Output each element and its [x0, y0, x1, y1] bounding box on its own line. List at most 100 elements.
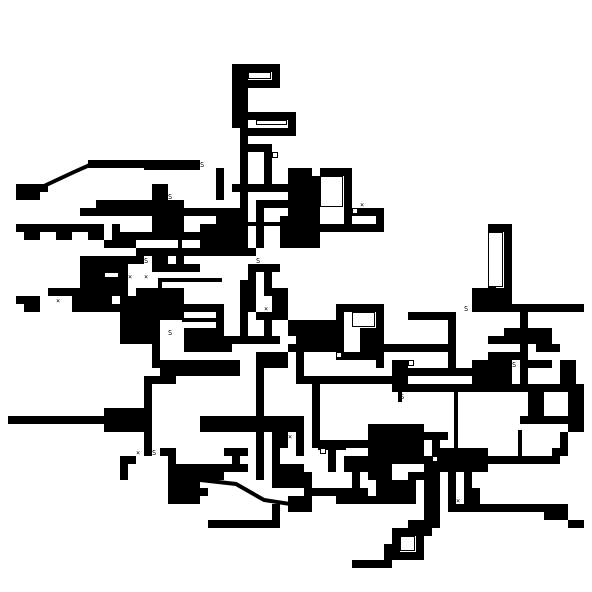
block — [472, 304, 584, 312]
s-marker: S — [168, 329, 172, 337]
block — [104, 304, 128, 312]
block — [184, 208, 240, 216]
block — [272, 504, 280, 528]
s-marker: S — [448, 505, 452, 513]
block — [440, 448, 488, 472]
s-marker: S — [256, 257, 260, 265]
x-marker: × — [456, 497, 460, 505]
block — [120, 232, 248, 240]
block — [88, 232, 104, 240]
x-marker: × — [280, 185, 284, 193]
hollow-square-marker — [432, 456, 438, 462]
block — [320, 224, 384, 232]
block — [152, 320, 160, 368]
block — [520, 416, 576, 424]
block — [248, 144, 272, 152]
block — [216, 312, 224, 328]
block — [336, 496, 384, 504]
block — [560, 360, 576, 384]
block — [264, 272, 272, 296]
block — [152, 304, 184, 320]
block — [272, 432, 288, 448]
block — [168, 200, 184, 232]
block — [184, 488, 208, 496]
block — [216, 168, 224, 200]
ink-blocks — [8, 64, 584, 568]
s-marker: S — [152, 449, 156, 457]
hollow-square-marker — [320, 176, 343, 207]
s-marker: S — [144, 257, 148, 265]
block — [448, 504, 560, 512]
block — [408, 368, 480, 376]
block — [408, 472, 424, 480]
s-marker: S — [168, 193, 172, 201]
block — [16, 224, 104, 232]
x-marker: × — [280, 425, 284, 433]
block — [160, 360, 240, 376]
block — [152, 184, 168, 232]
block — [136, 288, 184, 304]
block — [160, 448, 176, 456]
block — [296, 352, 304, 384]
block — [344, 456, 368, 472]
block — [520, 312, 528, 384]
block — [272, 64, 280, 88]
block — [288, 168, 312, 216]
block — [472, 360, 512, 384]
block — [264, 144, 272, 184]
block — [288, 320, 336, 336]
s-marker: S — [464, 305, 468, 313]
block — [168, 464, 248, 472]
block — [352, 560, 392, 568]
block — [224, 336, 280, 344]
block — [24, 304, 40, 312]
block — [392, 552, 424, 560]
block — [272, 288, 288, 312]
block — [288, 344, 344, 352]
x-marker: × — [384, 457, 388, 465]
x-marker: × — [160, 377, 164, 385]
block — [48, 288, 80, 296]
block — [288, 496, 312, 512]
block — [568, 520, 584, 528]
connector — [41, 161, 95, 189]
block — [80, 208, 152, 216]
block — [232, 64, 280, 72]
block — [392, 528, 432, 536]
x-marker: × — [528, 329, 532, 337]
block — [152, 376, 176, 384]
s-marker: S — [512, 361, 516, 369]
x-marker: × — [136, 449, 140, 457]
block — [528, 360, 552, 368]
block — [136, 248, 256, 256]
block — [144, 160, 200, 170]
block — [344, 352, 384, 360]
block — [344, 168, 352, 224]
block — [16, 184, 40, 200]
block — [256, 200, 288, 208]
block — [488, 352, 520, 360]
block — [184, 304, 224, 312]
x-marker: × — [368, 209, 372, 217]
block — [104, 240, 136, 248]
block — [352, 208, 376, 216]
block — [280, 216, 320, 248]
block — [488, 456, 560, 464]
hollow-square-marker — [248, 72, 271, 79]
block — [560, 432, 568, 456]
block — [120, 456, 128, 480]
block — [16, 296, 40, 304]
block — [152, 256, 168, 272]
hollow-square-marker — [104, 272, 119, 278]
s-marker: S — [176, 489, 180, 497]
block — [8, 416, 104, 424]
block — [320, 168, 352, 176]
block — [128, 256, 144, 264]
hollow-square-marker — [488, 232, 503, 287]
hollow-square-marker — [320, 448, 326, 454]
block — [312, 384, 320, 448]
block — [392, 360, 408, 384]
block — [296, 376, 392, 384]
block — [184, 344, 232, 352]
